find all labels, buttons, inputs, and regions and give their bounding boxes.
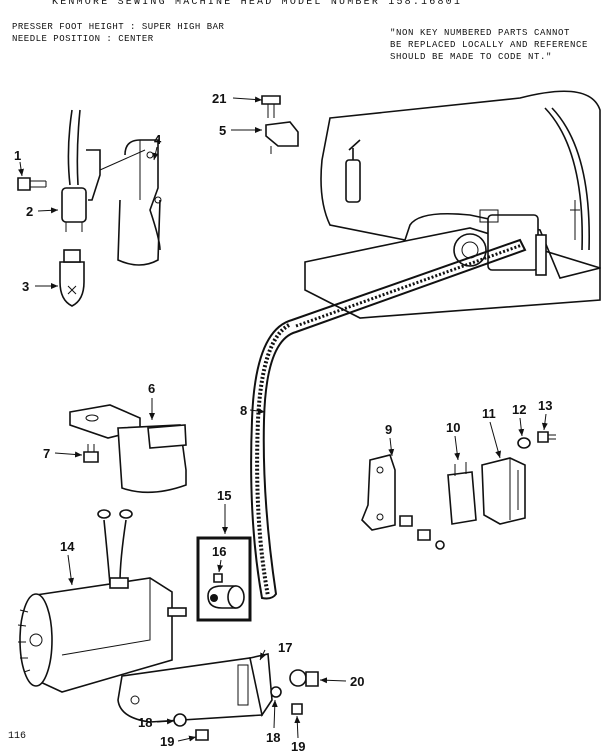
parts-note-line-3: SHOULD BE MADE TO CODE NT." (390, 52, 553, 62)
callout-labels: 1 2 3 4 5 21 6 7 8 9 10 11 12 13 14 15 1… (14, 91, 552, 753)
switch-assembly (361, 431, 556, 550)
callout-14: 14 (60, 539, 75, 554)
callout-16: 16 (212, 544, 226, 559)
diagram-title: KENMORE SEWING MACHINE HEAD MODEL NUMBER… (52, 0, 463, 8)
callout-10: 10 (446, 420, 460, 435)
callout-4: 4 (154, 132, 162, 147)
callout-15: 15 (217, 488, 231, 503)
header: KENMORE SEWING MACHINE HEAD MODEL NUMBER… (0, 0, 608, 70)
callout-11: 11 (482, 406, 496, 421)
motor-14 (17, 509, 187, 693)
callout-19-right: 19 (291, 739, 305, 753)
callout-9: 9 (385, 422, 392, 437)
callout-7: 7 (43, 446, 50, 461)
callout-13: 13 (538, 398, 552, 413)
screw-and-clip (261, 95, 299, 154)
callout-20: 20 (350, 674, 364, 689)
callout-19-left: 19 (160, 734, 174, 749)
callout-5: 5 (219, 123, 226, 138)
drive-belt (250, 238, 527, 600)
lamp-parts (17, 109, 162, 307)
leader-lines (18, 96, 548, 742)
callout-21: 21 (212, 91, 226, 106)
callout-2: 2 (26, 204, 33, 219)
callout-18-left: 18 (138, 715, 152, 730)
pulley-assembly (196, 536, 252, 622)
callout-8: 8 (240, 403, 247, 418)
callout-1: 1 (14, 148, 21, 163)
callout-17: 17 (278, 640, 292, 655)
motor-bracket-6 (69, 404, 187, 494)
callout-12: 12 (512, 402, 526, 417)
parts-note-line-1: "NON KEY NUMBERED PARTS CANNOT (390, 28, 571, 38)
motor-mounting-plate (117, 653, 319, 741)
needle-position-spec: NEEDLE POSITION : CENTER (12, 34, 154, 44)
sewing-machine-head (304, 90, 601, 319)
presser-foot-spec: PRESSER FOOT HEIGHT : SUPER HIGH BAR (12, 22, 225, 32)
callout-18-right: 18 (266, 730, 280, 745)
parts-note-line-2: BE REPLACED LOCALLY AND REFERENCE (390, 40, 589, 50)
callout-6: 6 (148, 381, 155, 396)
callout-3: 3 (22, 279, 29, 294)
page-number: 116 (8, 731, 27, 742)
